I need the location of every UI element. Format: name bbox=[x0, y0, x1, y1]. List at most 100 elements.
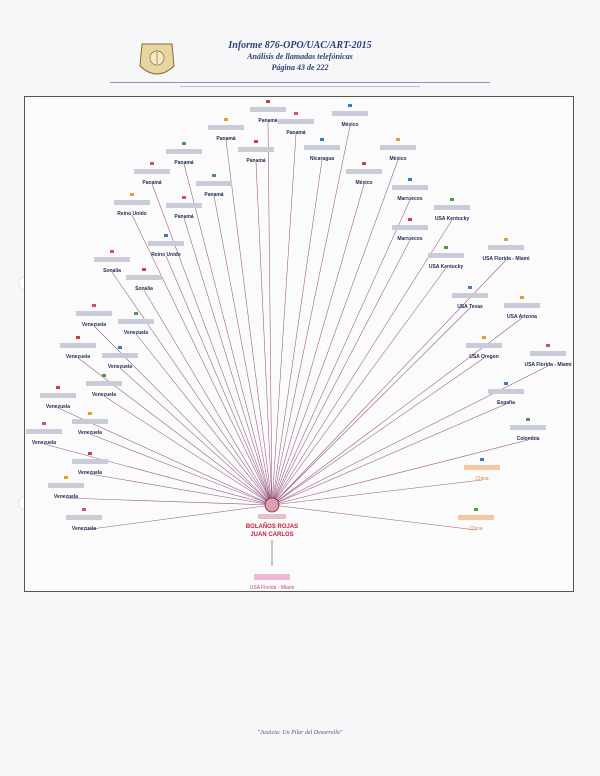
node-label: Nicaragua bbox=[310, 156, 334, 162]
edge-30 bbox=[57, 407, 273, 506]
node-25: Venezuela bbox=[60, 336, 96, 360]
flag-icon bbox=[82, 508, 86, 511]
node-33: Venezuela bbox=[26, 422, 62, 446]
node-21: USA Texas bbox=[452, 286, 488, 310]
node-35: Venezuela bbox=[72, 452, 108, 476]
node-18: Sonalia bbox=[94, 250, 130, 274]
edge-33 bbox=[43, 443, 273, 506]
flag-icon bbox=[480, 458, 484, 461]
redacted-number bbox=[458, 515, 494, 520]
node-label: España bbox=[497, 400, 515, 406]
node-label: Panamá bbox=[246, 158, 265, 164]
footer-motto: "Justicia: Un Pilar del Desarrollo" bbox=[257, 730, 343, 736]
flag-icon bbox=[396, 138, 400, 141]
flag-icon bbox=[92, 304, 96, 307]
flag-icon bbox=[468, 286, 472, 289]
flag-icon bbox=[408, 178, 412, 181]
redacted-number bbox=[48, 483, 84, 488]
node-17: USA Florida - Miami bbox=[482, 238, 530, 262]
flag-icon bbox=[444, 246, 448, 249]
redacted-number bbox=[102, 353, 138, 358]
node-label: Panamá bbox=[174, 214, 193, 220]
node-label: Venezuela bbox=[108, 364, 132, 370]
document-header: Informe 876-OPO/UAC/ART-2015 Análisis de… bbox=[0, 40, 600, 73]
redacted-number bbox=[392, 185, 428, 190]
edge-1 bbox=[271, 125, 351, 506]
edge-6 bbox=[271, 159, 323, 506]
node-19: USA Kentucky bbox=[428, 246, 464, 270]
flag-icon bbox=[212, 174, 216, 177]
redacted-number bbox=[94, 257, 130, 262]
node-31: España bbox=[488, 382, 524, 406]
redacted-number bbox=[166, 203, 202, 208]
node-label: Reino Unido bbox=[151, 252, 180, 258]
flag-icon bbox=[134, 312, 138, 315]
bottom-node: USA Florida - Miami bbox=[250, 540, 294, 591]
flag-icon bbox=[182, 196, 186, 199]
edge-13 bbox=[183, 217, 273, 506]
node-label: Panamá bbox=[216, 136, 235, 142]
flag-icon bbox=[546, 344, 550, 347]
node-label: China bbox=[475, 476, 488, 482]
redacted-number bbox=[148, 241, 184, 246]
flag-icon bbox=[118, 346, 122, 349]
edge-21 bbox=[271, 307, 471, 506]
redacted-number bbox=[304, 145, 340, 150]
flag-icon bbox=[76, 336, 80, 339]
edge-3 bbox=[271, 133, 297, 506]
node-label: México bbox=[390, 156, 407, 162]
edge-5 bbox=[255, 161, 273, 506]
edge-8 bbox=[151, 183, 273, 506]
edge-15 bbox=[271, 239, 411, 506]
edge-27 bbox=[271, 357, 485, 506]
redacted-number bbox=[66, 515, 102, 520]
node-11: Marruecos bbox=[392, 178, 428, 202]
node-9: Panamá bbox=[196, 174, 232, 198]
node-label: México bbox=[356, 180, 373, 186]
node-22: USA Arizona bbox=[504, 296, 540, 320]
node-28: USA Florida - Miami bbox=[524, 344, 572, 368]
redacted-number bbox=[392, 225, 428, 230]
edge-22 bbox=[271, 317, 523, 506]
redacted-number bbox=[434, 205, 470, 210]
flag-icon bbox=[504, 382, 508, 385]
center-node-icon bbox=[264, 497, 280, 513]
node-label: Panamá bbox=[142, 180, 161, 186]
flag-icon bbox=[320, 138, 324, 141]
redacted-number bbox=[488, 245, 524, 250]
node-label: USA Arizona bbox=[507, 314, 537, 320]
node-label: Venezuela bbox=[82, 322, 106, 328]
redacted-number bbox=[332, 111, 368, 116]
flag-icon bbox=[64, 476, 68, 479]
node-label: Colombia bbox=[517, 436, 540, 442]
edge-24 bbox=[135, 333, 273, 506]
center-node-name-line2: JUAN CARLOS bbox=[250, 532, 293, 538]
bottom-node-label: USA Florida - Miami bbox=[250, 585, 294, 591]
node-16: Reino Unido bbox=[148, 234, 184, 258]
edge-10 bbox=[271, 183, 365, 506]
flag-icon bbox=[526, 418, 530, 421]
node-27: USA Oregon bbox=[466, 336, 502, 360]
flag-icon bbox=[102, 374, 106, 377]
node-0: Panamá bbox=[250, 100, 286, 124]
edge-25 bbox=[77, 357, 273, 506]
edge-38 bbox=[83, 504, 273, 531]
redacted-number bbox=[380, 145, 416, 150]
node-14: USA Kentucky bbox=[434, 198, 470, 222]
redacted-number bbox=[346, 169, 382, 174]
node-3: Panamá bbox=[278, 112, 314, 136]
node-37: Venezuela bbox=[48, 476, 84, 500]
redacted-number bbox=[466, 343, 502, 348]
node-10: México bbox=[346, 162, 382, 186]
redacted-number bbox=[166, 149, 202, 154]
node-label: Panamá bbox=[286, 130, 305, 136]
edge-0 bbox=[267, 121, 273, 506]
node-label: Venezuela bbox=[46, 404, 70, 410]
edge-23 bbox=[93, 325, 273, 506]
edge-36 bbox=[271, 479, 483, 506]
node-label: Venezuela bbox=[78, 470, 102, 476]
flag-icon bbox=[348, 104, 352, 107]
node-label: Venezuela bbox=[32, 440, 56, 446]
